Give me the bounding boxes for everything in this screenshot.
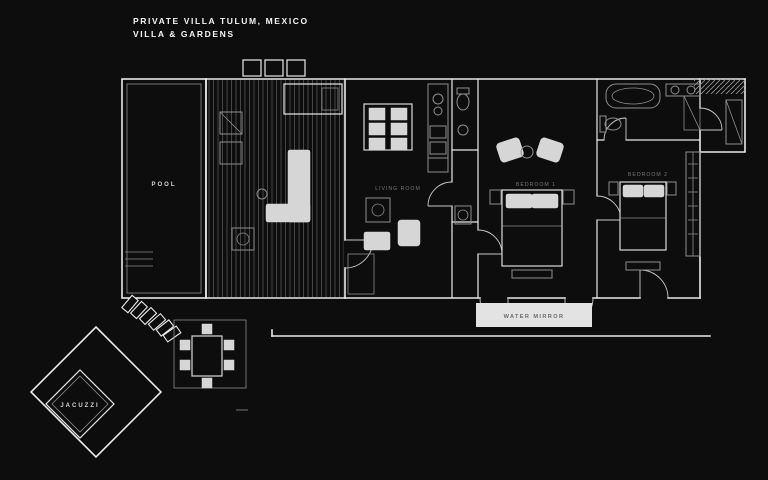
jacuzzi-deck: JACUZZI <box>29 325 163 459</box>
jacuzzi-label: JACUZZI <box>60 403 99 409</box>
plan-title: PRIVATE VILLA TULUM, MEXICO <box>133 16 309 26</box>
dining-table <box>363 103 413 151</box>
bedroom2-label: BEDROOM 2 <box>628 172 668 178</box>
stairs <box>347 253 375 295</box>
deck-slats <box>206 80 344 297</box>
bedroom1-label: BEDROOM 1 <box>516 182 556 188</box>
lounge-furniture <box>347 197 421 295</box>
entry-canopy <box>283 83 343 115</box>
stair-hatch <box>694 79 745 94</box>
pool-label: POOL <box>151 182 176 188</box>
bedroom2-furniture <box>608 151 701 271</box>
wc-fixtures <box>454 87 472 225</box>
living-room-label: LIVING ROOM <box>375 186 421 192</box>
pool: POOL <box>121 78 207 299</box>
deck-sofa <box>256 149 311 223</box>
water-mirror-label: WATER MIRROR <box>504 314 565 320</box>
boundary-wall <box>271 329 711 337</box>
title-block: PRIVATE VILLA TULUM, MEXICO VILLA & GARD… <box>133 16 309 39</box>
outdoor-dining <box>173 319 247 389</box>
bathroom-fixtures <box>599 83 701 133</box>
bedroom1-furniture <box>489 137 575 279</box>
roof-boxes <box>242 59 306 77</box>
deck-planters <box>219 111 255 251</box>
kitchen-counter <box>427 83 449 173</box>
stepping-stones <box>121 294 182 343</box>
corner-room <box>725 99 743 145</box>
water-mirror: WATER MIRROR <box>476 303 592 327</box>
plan-subtitle: VILLA & GARDENS <box>133 29 235 39</box>
